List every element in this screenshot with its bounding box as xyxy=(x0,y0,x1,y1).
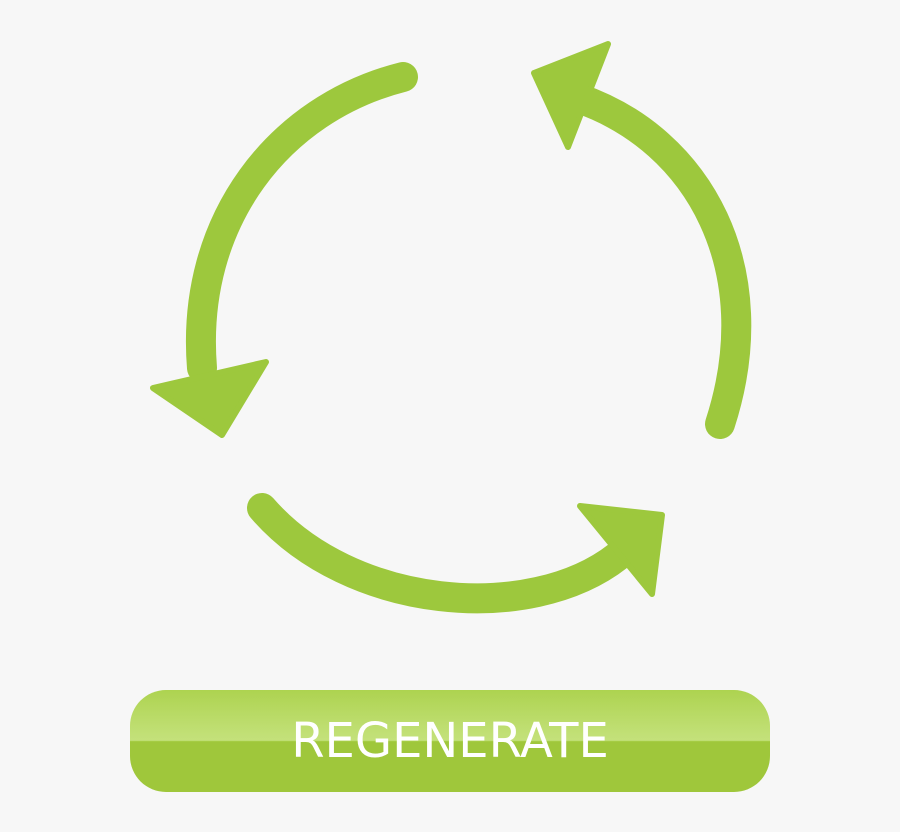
bottom-arc xyxy=(247,493,633,614)
recycle-arrows-icon xyxy=(150,41,752,614)
regenerate-button-label: REGENERATE xyxy=(291,713,609,769)
regenerate-button[interactable]: REGENERATE xyxy=(130,690,770,792)
right-arc xyxy=(563,83,752,439)
left-arc xyxy=(185,62,418,383)
bottom-arrowhead xyxy=(577,503,665,597)
right-arrowhead xyxy=(531,41,611,150)
left-arrowhead xyxy=(150,359,269,438)
